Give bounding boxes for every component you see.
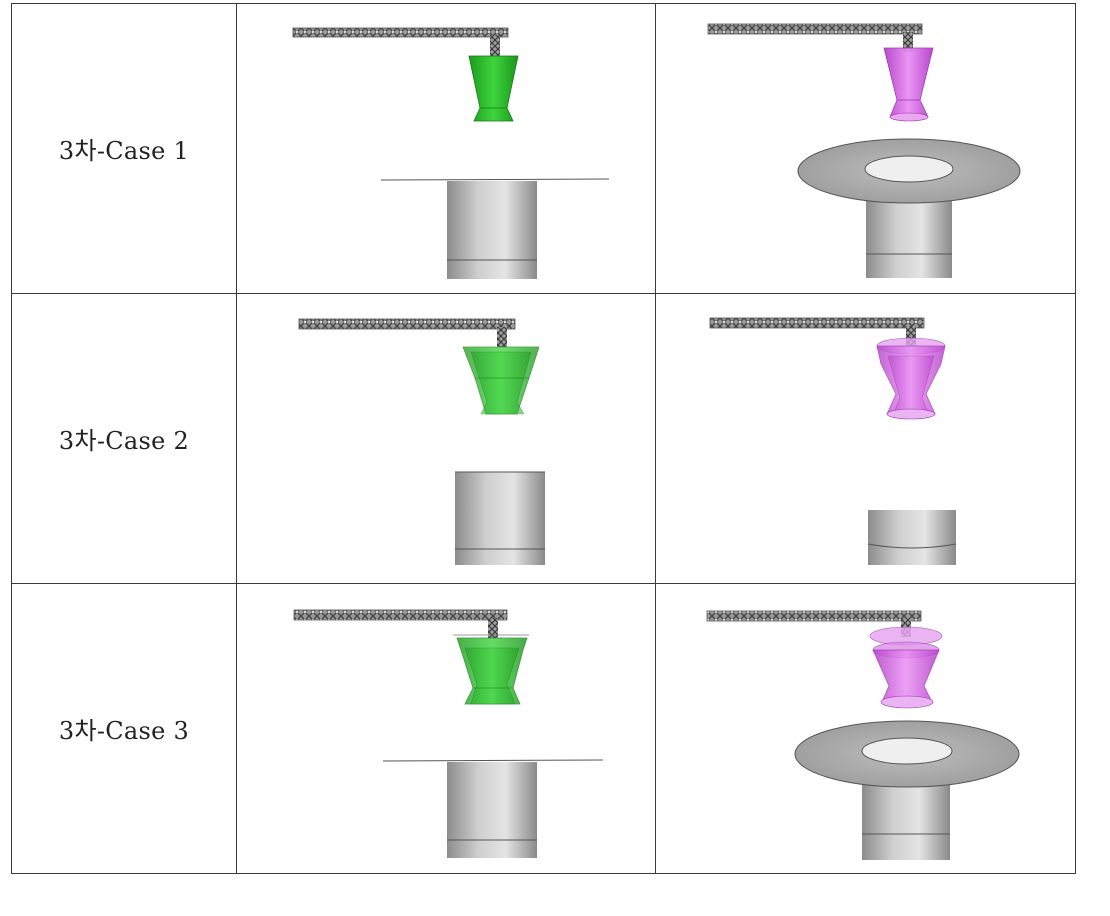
table-row: 3차-Case 1 — [11, 3, 1076, 294]
case-label: 3차-Case 1 — [58, 137, 190, 165]
cylinder — [455, 472, 545, 565]
magenta-cone — [872, 649, 940, 703]
figure-cell-green — [236, 293, 656, 584]
flange-hole — [864, 155, 954, 183]
green-cone-figure — [293, 609, 604, 858]
case-label-cell: 3차-Case 2 — [11, 293, 237, 584]
table-row: 3차-Case 3 — [11, 583, 1076, 874]
figure-cell-magenta — [655, 583, 1076, 874]
braided-stem — [903, 32, 913, 52]
cylinder — [868, 510, 956, 565]
braided-stem — [490, 35, 500, 56]
braided-stem — [488, 618, 498, 638]
table-row: 3차-Case 2 — [11, 293, 1076, 584]
green-cone-figure — [298, 318, 545, 565]
magenta-cone-figure — [707, 23, 1021, 278]
magenta-cone-figure — [709, 317, 957, 565]
case-label: 3차-Case 3 — [58, 717, 190, 745]
braided-arm — [706, 610, 922, 622]
case-label: 3차-Case 2 — [58, 427, 190, 455]
figure-cell-magenta — [655, 3, 1076, 294]
magenta-cone — [883, 47, 934, 118]
braided-stem — [497, 327, 507, 347]
flat-plate-edge — [380, 178, 610, 181]
figure-cell-green — [236, 3, 656, 294]
cylinder — [447, 181, 537, 279]
case-table: 3차-Case 1 — [11, 3, 1076, 874]
case-label-cell: 3차-Case 3 — [11, 583, 237, 874]
green-cone-figure — [292, 27, 610, 279]
flat-plate-edge — [382, 759, 604, 762]
figure-cell-green — [236, 583, 656, 874]
braided-arm — [293, 609, 508, 621]
figure-cell-magenta — [655, 293, 1076, 584]
cylinder — [447, 762, 537, 858]
magenta-cone-figure — [706, 610, 1020, 860]
braided-arm — [707, 23, 923, 35]
braided-arm — [292, 27, 509, 38]
green-cone — [468, 55, 519, 122]
flange-hole — [861, 737, 953, 765]
braided-arm — [298, 318, 516, 330]
case-label-cell: 3차-Case 1 — [11, 3, 237, 294]
braided-stem — [906, 326, 916, 346]
braided-arm — [709, 317, 925, 329]
